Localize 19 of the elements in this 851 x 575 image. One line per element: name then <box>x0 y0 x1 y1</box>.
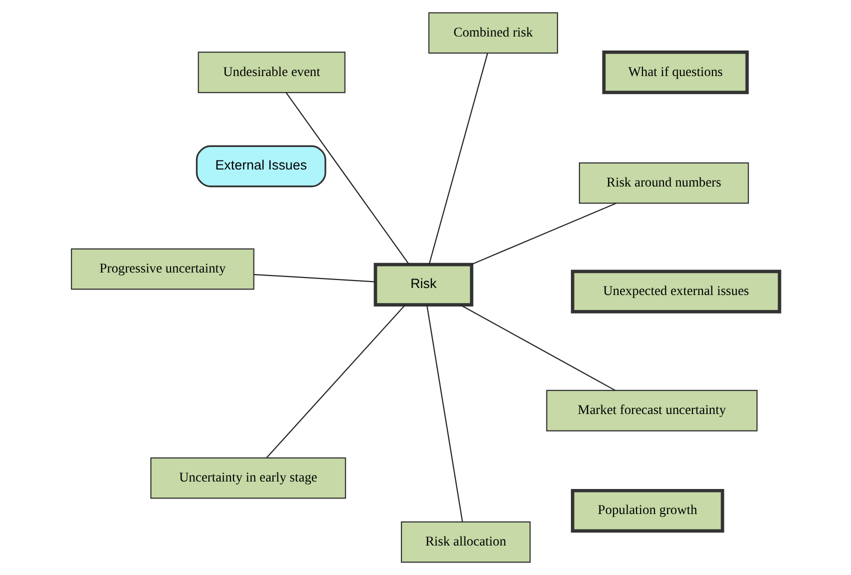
node-box: Combined risk <box>428 12 558 54</box>
connector <box>471 202 616 265</box>
node-box: Risk allocation <box>400 521 531 563</box>
node-box: Unexpected external issues <box>570 270 782 314</box>
connector <box>428 53 488 265</box>
node-box: Progressive uncertainty <box>70 248 254 290</box>
connector <box>254 274 376 282</box>
node-box: Population growth <box>570 488 724 533</box>
connector <box>286 92 410 265</box>
node-box: Uncertainty in early stage <box>150 457 346 499</box>
connector <box>426 304 463 522</box>
node-box: Risk <box>374 262 474 306</box>
connector <box>266 304 406 458</box>
node-box: External Issues <box>196 145 326 188</box>
node-box: Market forecast uncertainty <box>546 390 758 432</box>
node-box: What if questions <box>602 50 749 94</box>
node-box: Undesirable event <box>198 52 346 94</box>
connector <box>460 304 616 391</box>
node-box: Risk around numbers <box>578 162 749 204</box>
